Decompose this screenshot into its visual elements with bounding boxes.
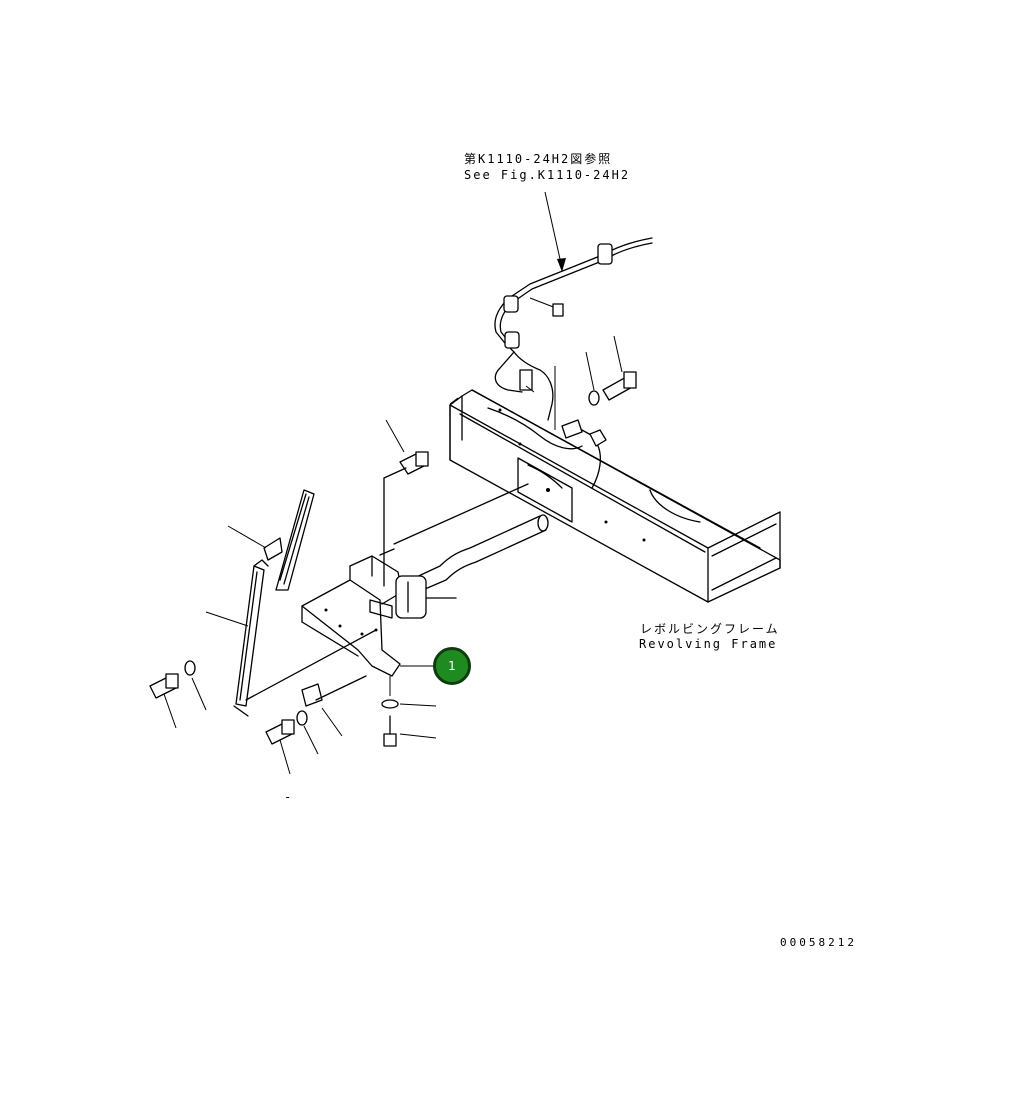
bolt-icon	[149, 673, 179, 729]
part-callout-1[interactable]: 1	[433, 647, 471, 685]
frame-leader	[449, 397, 459, 405]
harness-icon	[494, 237, 653, 421]
reference-label-en: See Fig.K1110-24H2	[464, 168, 631, 182]
frame-label-en: Revolving Frame	[639, 637, 778, 651]
frame-label-jp: レボルビングフレーム	[640, 622, 780, 636]
wiper-icon	[227, 489, 315, 591]
bolt-icon	[383, 419, 429, 587]
drawing-number: 00058212	[780, 936, 857, 949]
bolt-icon	[265, 719, 295, 775]
bolt-icon	[383, 715, 437, 747]
washer-icon	[184, 660, 207, 711]
washer-icon	[381, 676, 437, 709]
bracket	[301, 555, 457, 677]
wiper-rod	[379, 483, 549, 593]
washer-icon	[296, 710, 319, 755]
clip-icon	[301, 675, 367, 737]
revolving-frame	[449, 389, 781, 603]
reference-label-jp: 第K1110-24H2図参照	[464, 152, 613, 166]
part-dash: -	[284, 790, 294, 804]
reference-leader	[544, 191, 566, 272]
bolt-icon	[554, 335, 637, 447]
wiper-arm	[205, 559, 377, 717]
